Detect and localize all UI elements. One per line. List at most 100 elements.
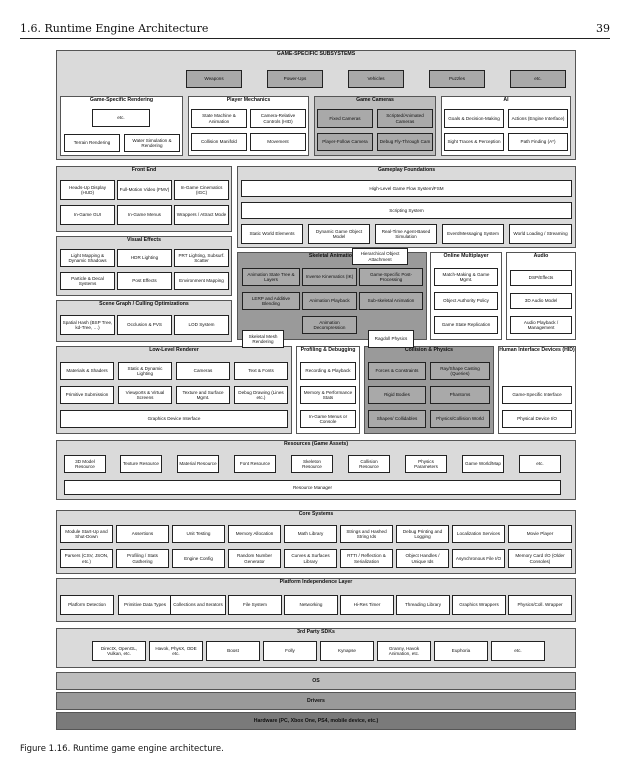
- box-hi-res-timer: Hi-Res Timer: [340, 595, 394, 615]
- section-title: Collision & Physics: [404, 347, 454, 353]
- box-static-world: Static World Elements: [241, 224, 303, 244]
- box-inverse-kinematics: Inverse Kinematics (IK): [302, 268, 357, 286]
- chapter-header: 1.6. Runtime Engine Architecture: [20, 22, 209, 35]
- box-havok-physx: Havok, PhysX, ODE etc.: [149, 641, 203, 661]
- section-title: Front End: [131, 167, 157, 173]
- box-game-flow-fsm: High-Level Game Flow System/FSM: [241, 180, 572, 197]
- box-cameras: Cameras: [176, 362, 230, 380]
- box-unit-testing: Unit Testing: [172, 525, 225, 543]
- box-euphoria: Euphoria: [434, 641, 488, 661]
- box-agent-simulation: Real-Time Agent-Based Simulation: [375, 224, 437, 244]
- box-match-making: Match-Making & Game Mgmt.: [434, 268, 498, 286]
- box-skeletal-mesh-rendering: Skeletal Mesh Rendering: [242, 330, 284, 348]
- box-ray-shape-casting: Ray/Shape Casting (Queries): [430, 362, 490, 380]
- box-sdks-etc: etc.: [491, 641, 545, 661]
- box-rigid-bodies: Rigid Bodies: [368, 386, 426, 404]
- box-physics-world: Physics/Collision World: [430, 410, 490, 428]
- box-kynapse: Kynapse: [320, 641, 374, 661]
- box-boost: Boost: [206, 641, 260, 661]
- panel-title: Game Cameras: [356, 97, 394, 103]
- box-debug-printing: Debug Printing and Logging: [396, 525, 449, 543]
- box-memory-allocation: Memory Allocation: [228, 525, 281, 543]
- section-title: Gameplay Foundations: [377, 167, 436, 173]
- header-rule: [20, 38, 610, 39]
- box-random-number: Random Number Generator: [228, 549, 281, 568]
- box-granny-havok-anim: Granny, Havok Animation, etc.: [377, 641, 431, 661]
- box-curves-surfaces: Curves & Surfaces Library: [284, 549, 337, 568]
- box-3d-model-resource: 3D Model Resource: [64, 455, 106, 473]
- box-world-loading: World Loading / Streaming: [509, 224, 572, 244]
- box-collections-iterators: Collections and Iterators: [170, 595, 226, 615]
- box-directx-opengl: DirectX, OpenGL, Vulkan, etc.: [92, 641, 146, 661]
- box-occlusion-pvs: Occlusion & PVS: [117, 315, 172, 335]
- drivers-layer: Drivers: [56, 692, 576, 710]
- box-memory-card-io: Memory Card I/O (Older Consoles): [508, 549, 572, 568]
- box-forces-constraints: Forces & Constraints: [368, 362, 426, 380]
- box-graphics-device-interface: Graphics Device Interface: [60, 410, 288, 428]
- box-movie-player: Movie Player: [508, 525, 572, 543]
- box-hierarchical-attachment: Hierarchical Object Attachment: [352, 248, 408, 265]
- box-gsr-etc: etc.: [92, 109, 150, 127]
- box-weapons: Weapons: [186, 70, 242, 88]
- box-goals-decision: Goals & Decision-Making: [444, 109, 504, 128]
- box-profiling-stats: Profiling / Stats Gathering: [116, 549, 169, 568]
- box-physical-device-io: Physical Device I/O: [502, 410, 572, 428]
- box-anim-state-tree: Animation State Tree & Layers: [242, 268, 300, 286]
- box-module-startup: Module Start-Up and Shut-Down: [60, 525, 113, 543]
- panel-title: AI: [503, 97, 509, 103]
- hardware-layer: Hardware (PC, Xbox One, PS4, mobile devi…: [56, 712, 576, 730]
- box-networking: Networking: [284, 595, 338, 615]
- section-title: Visual Effects: [127, 237, 161, 243]
- box-post-effects: Post Effects: [117, 272, 172, 290]
- box-dynamic-object-model: Dynamic Game Object Model: [308, 224, 370, 244]
- box-font-resource: Font Resource: [234, 455, 276, 473]
- box-localization: Localization Services: [452, 525, 505, 543]
- box-sub-skeletal: Sub-skeletal Animation: [359, 292, 423, 310]
- box-player-follow-camera: Player-Follow Camera: [317, 133, 373, 151]
- box-memory-performance: Memory & Performance Stats: [300, 386, 356, 404]
- box-lod-system: LOD System: [174, 315, 229, 335]
- box-scripting-system: Scripting System: [241, 202, 572, 219]
- box-anim-decompression: Animation Decompression: [302, 316, 357, 334]
- box-parsers: Parsers (CSV, JSON, etc.): [60, 549, 113, 568]
- box-platform-detection: Platform Detection: [60, 595, 114, 615]
- box-terrain-rendering: Terrain Rendering: [64, 134, 120, 152]
- box-phantoms: Phantoms: [430, 386, 490, 404]
- os-layer: OS: [56, 672, 576, 690]
- section-title: 3rd Party SDKs: [297, 629, 335, 635]
- box-water-simulation: Water Simulation & Rendering: [124, 134, 180, 152]
- box-folly: Folly: [263, 641, 317, 661]
- box-scripted-cameras: Scripted/Animated Cameras: [377, 109, 433, 128]
- box-movement: Movement: [250, 133, 306, 151]
- box-actions: Actions (Engine Interface): [508, 109, 568, 128]
- panel-title: Human Interface Devices (HID): [499, 347, 575, 353]
- box-primitive-submission: Primitive Submission: [60, 386, 114, 404]
- section-title: Platform Independence Layer: [279, 579, 353, 585]
- box-vehicles: Vehicles: [348, 70, 404, 88]
- box-audio-playback: Audio Playback / Management: [510, 316, 572, 334]
- box-skeleton-resource: Skeleton Resource: [291, 455, 333, 473]
- box-hdr-lighting: HDR Lighting: [117, 249, 172, 267]
- box-hud: Heads-Up Display (HUD): [60, 180, 115, 200]
- box-async-file-io: Asynchronous File I/O: [452, 549, 505, 568]
- box-gs-interface: Game-Specific Interface: [502, 386, 572, 404]
- box-animation-playback: Animation Playback: [302, 292, 357, 310]
- box-texture-surface: Texture and Surface Mgmt.: [176, 386, 230, 404]
- box-text-fonts: Text & Fonts: [234, 362, 288, 380]
- box-debug-drawing: Debug Drawing (Lines etc.): [234, 386, 288, 404]
- box-shapes-collidables: Shapes/ Collidables: [368, 410, 426, 428]
- page-number: 39: [596, 22, 610, 35]
- box-path-finding: Path Finding (A*): [508, 133, 568, 151]
- panel-title: Audio: [533, 253, 549, 259]
- box-materials-shaders: Materials & Shaders: [60, 362, 114, 380]
- box-physics-parameters: Physics Parameters: [405, 455, 447, 473]
- box-threading-library: Threading Library: [396, 595, 450, 615]
- box-fixed-cameras: Fixed Cameras: [317, 109, 373, 128]
- box-3d-audio-model: 3D Audio Model: [510, 293, 572, 309]
- box-resources-etc: etc.: [519, 455, 561, 473]
- box-collision-resource: Collision Resource: [348, 455, 390, 473]
- box-state-replication: Game State Replication: [434, 316, 498, 334]
- box-state-machine: State Machine & Animation: [191, 109, 247, 128]
- box-gs-post-processing: Game-Specific Post-Processing: [359, 268, 423, 286]
- section-title: GAME-SPECIFIC SUBSYSTEMS: [276, 51, 356, 57]
